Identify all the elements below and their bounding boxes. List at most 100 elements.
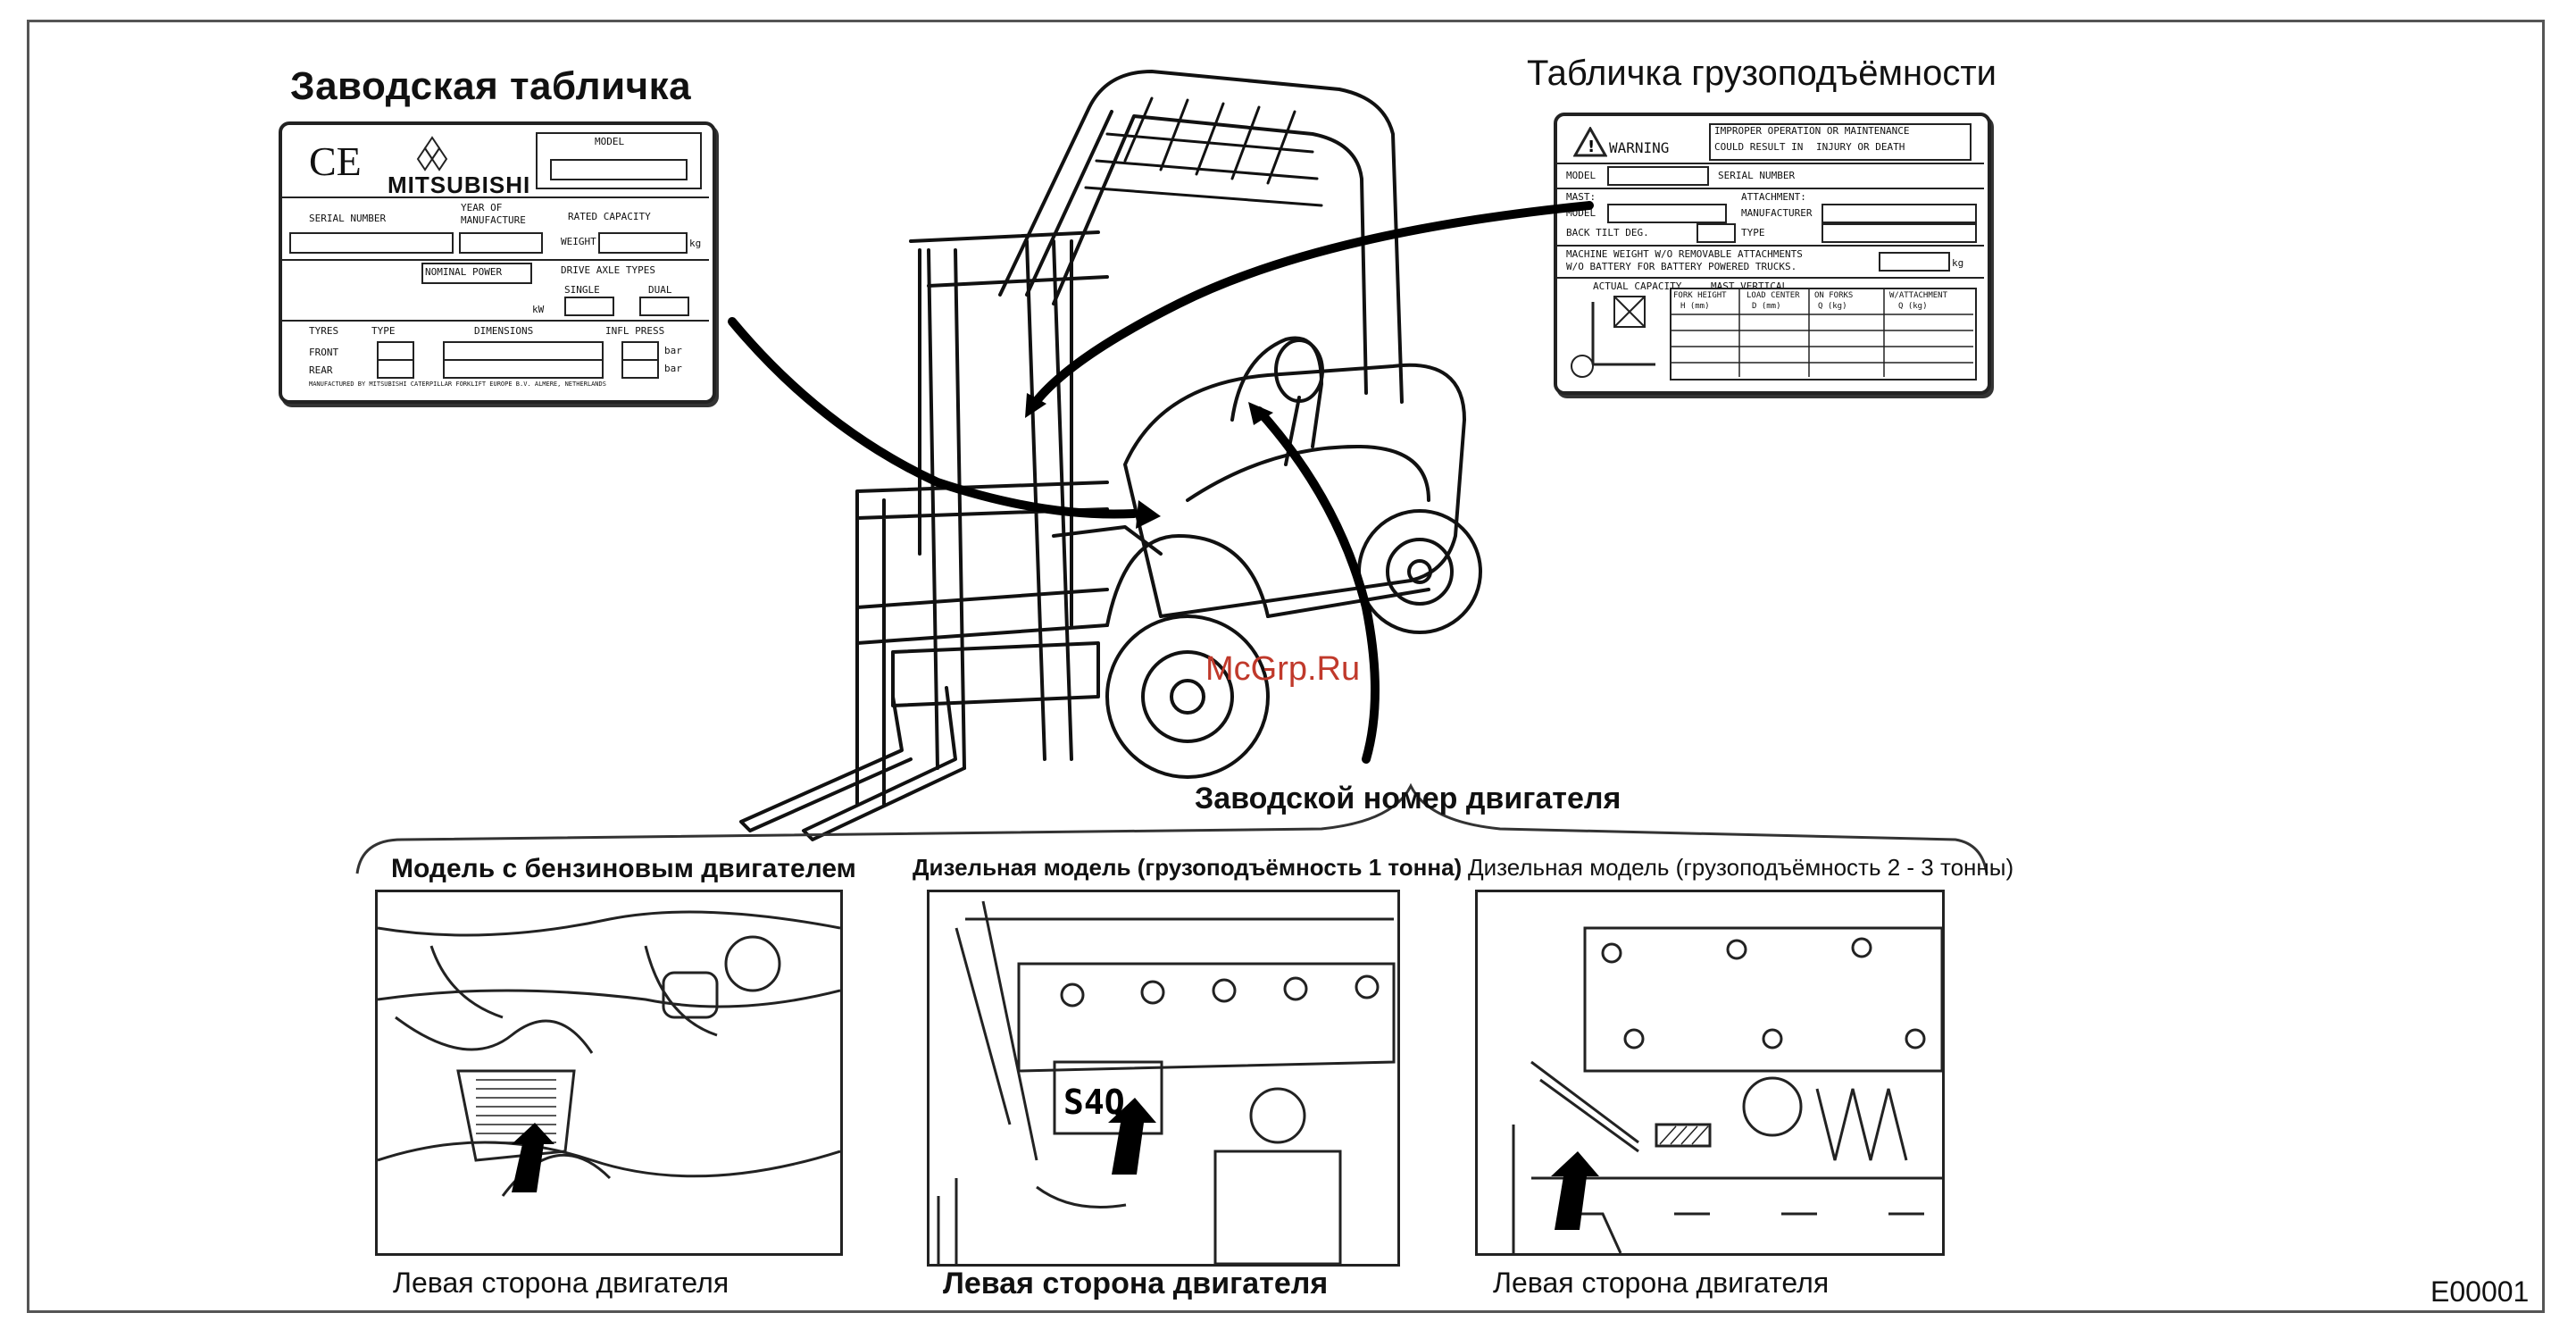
engine-side-right: Левая сторона двигателя bbox=[1493, 1267, 1830, 1299]
capacity-plate-title: Табличка грузоподъёмности bbox=[1527, 54, 1997, 93]
manufacturer-label: MANUFACTURER bbox=[1741, 207, 1813, 219]
power-field bbox=[421, 263, 532, 284]
rear-press-field bbox=[621, 359, 659, 379]
diagram-frame bbox=[27, 20, 2545, 1313]
divider bbox=[282, 197, 709, 198]
weight-label: WEIGHT bbox=[561, 236, 596, 247]
warning-label: WARNING bbox=[1609, 139, 1670, 156]
single-field bbox=[564, 297, 614, 316]
svg-text:S4Q: S4Q bbox=[1063, 1083, 1125, 1122]
arrow-icon bbox=[512, 1123, 554, 1192]
ce-mark: CE bbox=[309, 138, 362, 184]
kw-label: kW bbox=[532, 304, 545, 315]
could-label: COULD RESULT IN bbox=[1714, 141, 1804, 153]
cap-model-label: MODEL bbox=[1566, 170, 1596, 181]
attachment-label: ATTACHMENT: bbox=[1741, 191, 1806, 203]
plate-footer: MANUFACTURED BY MITSUBISHI CATERPILLAR F… bbox=[309, 380, 606, 388]
figure-code: E00001 bbox=[2430, 1275, 2530, 1308]
single-label: SINGLE bbox=[564, 284, 600, 296]
capacity-plate: ! WARNING IMPROPER OPERATION OR MAINTENA… bbox=[1554, 113, 1991, 395]
type-label: TYPE bbox=[371, 325, 396, 337]
cap-model-field bbox=[1607, 166, 1709, 186]
mast-label: MAST: bbox=[1566, 191, 1596, 203]
d-mm-label: D (mm) bbox=[1752, 302, 1781, 311]
mitsubishi-logo-icon bbox=[416, 136, 448, 171]
engine-side-middle: Левая сторона двигателя bbox=[943, 1267, 1329, 1300]
caption-diesel-1t: Дизельная модель (грузоподъёмность 1 тон… bbox=[913, 854, 1463, 881]
front-label: FRONT bbox=[309, 347, 339, 358]
nominal-power-label: NOMINAL POWER bbox=[425, 266, 503, 278]
back-tilt-label: BACK TILT DEG. bbox=[1566, 227, 1649, 238]
back-tilt-field bbox=[1696, 223, 1736, 243]
rear-label: REAR bbox=[309, 364, 333, 376]
w-attachment-label: W/ATTACHMENT bbox=[1889, 291, 1948, 300]
kg-label: kg bbox=[689, 238, 702, 249]
diesel-1t-engine-drawing: S4Q bbox=[937, 900, 1396, 1264]
q-kg2-label: Q (kg) bbox=[1898, 302, 1928, 311]
factory-plate: CE MITSUBISHI MODEL SERIAL NUMBER YEAR O… bbox=[279, 121, 716, 404]
bar-label: bar bbox=[664, 363, 682, 374]
engine-number-title: Заводской номер двигателя bbox=[1195, 782, 1621, 815]
petrol-engine-figure bbox=[375, 890, 843, 1256]
arrow-icon bbox=[1551, 1151, 1599, 1230]
bar-label: bar bbox=[664, 345, 682, 356]
machine-weight-label: MACHINE WEIGHT W/O REMOVABLE ATTACHMENTS bbox=[1566, 248, 1803, 260]
dual-label: DUAL bbox=[648, 284, 672, 296]
forklift-capacity-icon bbox=[1571, 296, 1655, 378]
caption-petrol: Модель с бензиновым двигателем bbox=[391, 854, 856, 883]
injury-label: INJURY OR DEATH bbox=[1816, 141, 1905, 153]
q-kg-label: Q (kg) bbox=[1818, 302, 1847, 311]
rear-type-field bbox=[377, 359, 414, 379]
mast-model-field bbox=[1607, 204, 1727, 223]
factory-plate-title: Заводская табличка bbox=[290, 64, 692, 108]
engine-side-left: Левая сторона двигателя bbox=[393, 1267, 729, 1299]
improper-label: IMPROPER OPERATION OR MAINTENANCE bbox=[1714, 125, 1910, 137]
manufacturer-field bbox=[1822, 204, 1977, 223]
svg-text:!: ! bbox=[1588, 138, 1595, 156]
warning-box bbox=[1709, 123, 1972, 161]
battery-label: W/O BATTERY FOR BATTERY POWERED TRUCKS. bbox=[1566, 261, 1797, 272]
weight-field bbox=[598, 232, 688, 254]
cap-type-label: TYPE bbox=[1741, 227, 1765, 238]
year-label: YEAR OF bbox=[461, 202, 503, 213]
diesel-1t-engine-figure: S4Q bbox=[927, 890, 1400, 1267]
year-field bbox=[459, 232, 543, 254]
divider bbox=[282, 320, 709, 322]
divider bbox=[282, 259, 709, 261]
cap-type-field bbox=[1822, 223, 1977, 243]
arrow-icon bbox=[1108, 1098, 1156, 1175]
divider bbox=[1557, 163, 1984, 164]
model-box bbox=[536, 132, 702, 189]
tyres-label: TYRES bbox=[309, 325, 339, 337]
rated-capacity-label: RATED CAPACITY bbox=[568, 211, 651, 222]
actual-capacity-label: ACTUAL CAPACITY bbox=[1593, 280, 1682, 292]
on-forks-label: ON FORKS bbox=[1814, 291, 1854, 300]
infl-press-label: INFL PRESS bbox=[605, 325, 665, 337]
diesel-2-3t-engine-drawing bbox=[1512, 926, 1942, 1253]
brand-label: MITSUBISHI bbox=[388, 171, 531, 198]
diesel-2-3t-engine-figure bbox=[1475, 890, 1945, 1256]
h-mm-label: H (mm) bbox=[1680, 302, 1710, 311]
machine-weight-field bbox=[1879, 252, 1950, 272]
dimensions-label: DIMENSIONS bbox=[474, 325, 534, 337]
serial-label: SERIAL NUMBER bbox=[309, 213, 387, 224]
capacity-table bbox=[1670, 288, 1977, 380]
load-center-label: LOAD CENTER bbox=[1747, 291, 1800, 300]
divider bbox=[1557, 188, 1984, 189]
model-field bbox=[550, 159, 688, 180]
petrol-engine-drawing bbox=[378, 910, 840, 1197]
caption-diesel-2-3t: Дизельная модель (грузоподъёмность 2 - 3… bbox=[1468, 854, 2014, 881]
model-label: MODEL bbox=[595, 136, 625, 147]
serial-field bbox=[289, 232, 454, 254]
capacity-grid bbox=[1670, 288, 1973, 377]
manufacture-label: MANUFACTURE bbox=[461, 214, 526, 226]
dual-field bbox=[639, 297, 689, 316]
divider bbox=[1557, 245, 1984, 247]
rear-dim-field bbox=[443, 359, 604, 379]
cap-kg-label: kg bbox=[1952, 257, 1964, 269]
warning-icon: ! bbox=[1573, 127, 1607, 157]
fork-height-label: FORK HEIGHT bbox=[1673, 291, 1727, 300]
cap-serial-label: SERIAL NUMBER bbox=[1718, 170, 1796, 181]
divider bbox=[1557, 277, 1984, 279]
